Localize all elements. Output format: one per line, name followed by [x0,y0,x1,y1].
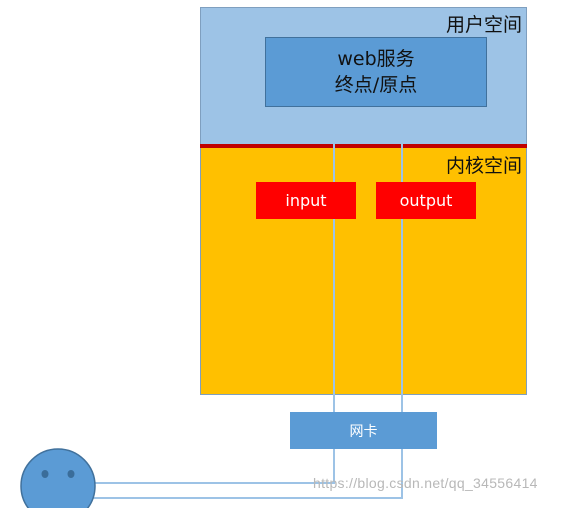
user-kernel-divider [200,144,527,148]
web-service-subtitle: 终点/原点 [334,74,418,96]
wire-left-vertical [333,107,335,412]
watermark: https://blog.csdn.net/qq_34556414 [313,475,538,491]
input-label: input [285,191,327,210]
nic-label: 网卡 [349,423,378,440]
wire-right-lower [401,449,403,498]
kernel-space-label: 内核空间 [445,155,522,177]
wire-right-horizontal [88,497,403,499]
nic-box: 网卡 [290,412,437,449]
smiley-face-icon [20,448,96,508]
web-service-title: web服务 [337,48,415,70]
output-label: output [399,191,453,210]
output-box: output [376,182,476,219]
input-box: input [256,182,356,219]
wire-left-lower [333,449,335,483]
kernel-space-region: 内核空间 [200,147,527,395]
web-service-box: web服务 终点/原点 [265,37,487,107]
wire-left-horizontal [92,482,335,484]
user-space-label: 用户空间 [445,14,522,36]
wire-right-vertical [401,107,403,412]
